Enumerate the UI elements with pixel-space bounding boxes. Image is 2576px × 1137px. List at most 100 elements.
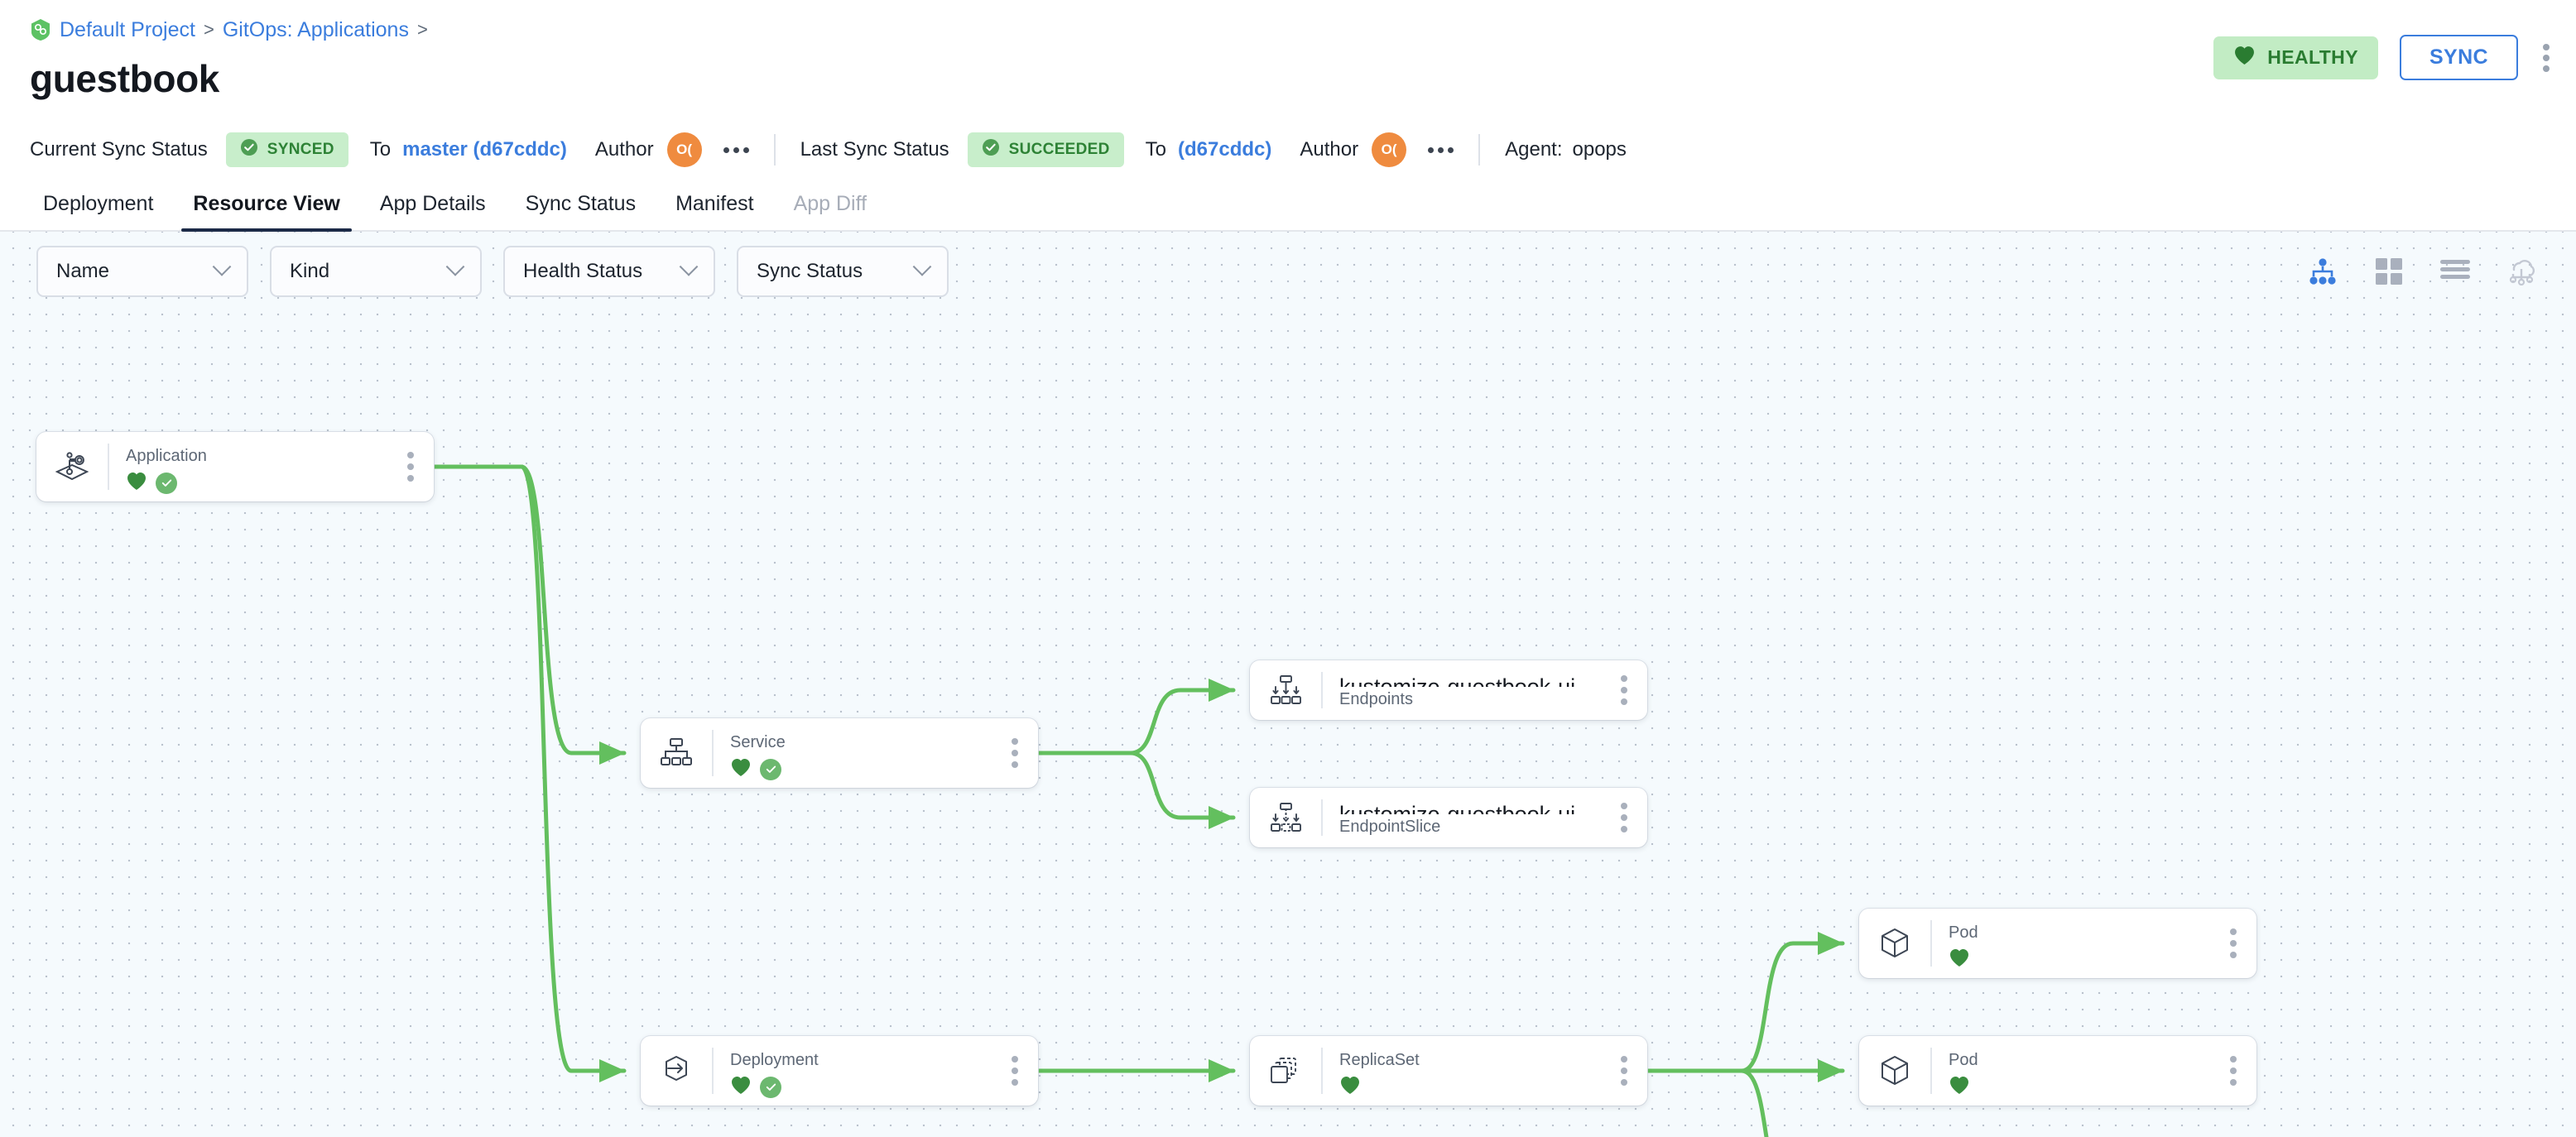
check-circle-icon: [156, 472, 177, 494]
graph-node-kind: Deployment: [730, 1050, 819, 1069]
graph-node-menu-icon[interactable]: [1601, 660, 1647, 720]
tab-bar: Deployment Resource View App Details Syn…: [0, 177, 2576, 232]
tab-deployment[interactable]: Deployment: [43, 191, 154, 215]
list-view-icon[interactable]: [2437, 253, 2473, 290]
graph-node-menu-icon[interactable]: [2210, 1036, 2256, 1106]
agent-label: Agent:: [1505, 138, 1563, 161]
chevron-down-icon: [212, 257, 232, 276]
check-circle-icon: [240, 138, 258, 161]
replicaset-icon: [1250, 1036, 1321, 1106]
graph-node-replicaset[interactable]: kustomize-guestbook-ui-... ReplicaSet: [1250, 1036, 1647, 1106]
last-revision-link[interactable]: (d67cddc): [1178, 138, 1272, 161]
graph-node-status: [730, 758, 992, 781]
avatar: O(: [1372, 132, 1407, 167]
filter-name-select[interactable]: Name: [36, 246, 248, 297]
graph-node-status: [1949, 948, 2210, 971]
divider: [1321, 672, 1323, 708]
service-icon: [641, 718, 712, 788]
sync-status-strip: Current Sync Status SYNCED To master (d6…: [0, 122, 2576, 177]
filter-kind-select[interactable]: Kind: [270, 246, 482, 297]
graph-node-menu-icon[interactable]: [1601, 1036, 1647, 1106]
gitops-logo-icon: [30, 18, 51, 41]
check-circle-icon: [760, 1076, 781, 1098]
resource-graph-canvas[interactable]: Name Kind Health Status Sync Status: [0, 232, 2576, 1137]
tab-sync-status[interactable]: Sync Status: [525, 191, 637, 215]
graph-node-content: guestbook Application: [109, 432, 387, 501]
graph-node-content: kustomize-guestbook-ui Deployment: [714, 1036, 992, 1106]
pod-icon: [1859, 909, 1930, 978]
heart-icon: [1949, 1076, 1970, 1099]
graph-node-kind: Application: [126, 446, 207, 465]
heart-icon: [2233, 46, 2256, 70]
dots-horizontal-icon[interactable]: [1428, 146, 1454, 153]
divider: [773, 134, 776, 166]
graph-node-kind: ReplicaSet: [1339, 1050, 1420, 1069]
tab-app-details[interactable]: App Details: [379, 191, 486, 215]
check-circle-icon: [982, 138, 1000, 161]
graph-node-service[interactable]: kustomize-guestbook-ui Service: [641, 718, 1038, 788]
chevron-down-icon: [912, 257, 932, 276]
sync-button[interactable]: SYNC: [2399, 35, 2518, 80]
tree-view-icon[interactable]: [2304, 253, 2341, 290]
tab-app-diff: App Diff: [793, 191, 867, 215]
breadcrumb: Default Project > GitOps: Applications >: [30, 18, 2546, 41]
tab-resource-view[interactable]: Resource View: [173, 177, 359, 232]
heart-icon: [730, 758, 752, 781]
graph-node-endpoints[interactable]: kustomize-guestbook-ui Endpoints: [1250, 660, 1647, 720]
graph-node-content: kustomize-guestbook-ui Endpoints: [1323, 660, 1601, 720]
network-view-icon[interactable]: [2503, 253, 2540, 290]
tab-manifest[interactable]: Manifest: [675, 191, 754, 215]
graph-node-menu-icon[interactable]: [1601, 788, 1647, 847]
graph-node-title: kustomize-guestbook-ui: [1339, 674, 1576, 687]
graph-node-menu-icon[interactable]: [992, 718, 1038, 788]
deployment-icon: [641, 1036, 712, 1106]
chevron-down-icon: [679, 257, 699, 276]
divider: [1930, 920, 1932, 967]
graph-node-pod[interactable]: kustomize-guestbook-ui-... Pod: [1859, 909, 2256, 978]
graph-node-endpointslice[interactable]: kustomize-guestbook-ui-... EndpointSlice: [1250, 788, 1647, 847]
header-actions: HEALTHY SYNC: [2213, 35, 2553, 80]
graph-node-content: kustomize-guestbook-ui-... ReplicaSet: [1323, 1036, 1601, 1106]
graph-node-pod[interactable]: kustomize-guestbook-ui-... Pod: [1859, 1036, 2256, 1106]
current-revision-link[interactable]: master (d67cddc): [402, 138, 567, 161]
kebab-menu-icon[interactable]: [2540, 41, 2553, 75]
heart-icon: [1949, 948, 1970, 971]
graph-node-status: [730, 1076, 992, 1098]
graph-node-content: kustomize-guestbook-ui-... Pod: [1932, 1036, 2210, 1106]
graph-node-deployment[interactable]: kustomize-guestbook-ui Deployment: [641, 1036, 1038, 1106]
grid-view-icon[interactable]: [2371, 253, 2407, 290]
current-sync-status-chip-label: SYNCED: [267, 141, 334, 158]
graph-node-menu-icon[interactable]: [387, 432, 434, 501]
graph-node-application[interactable]: guestbook Application: [36, 432, 434, 501]
filter-health-status-label: Health Status: [523, 260, 643, 282]
page-header: Default Project > GitOps: Applications >…: [0, 0, 2576, 122]
graph-node-status: [1949, 1076, 2210, 1099]
filter-name-label: Name: [56, 260, 110, 282]
graph-node-menu-icon[interactable]: [2210, 909, 2256, 978]
graph-node-kind: Pod: [1949, 923, 1978, 942]
last-to-label: To: [1145, 138, 1167, 161]
graph-node-menu-icon[interactable]: [992, 1036, 1038, 1106]
breadcrumb-separator: >: [203, 19, 214, 40]
current-sync-status-chip: SYNCED: [225, 132, 348, 167]
heart-icon: [1339, 1076, 1361, 1099]
divider: [1478, 134, 1481, 166]
chevron-down-icon: [445, 257, 465, 276]
graph-node-status: [126, 472, 387, 494]
current-author-label: Author: [594, 138, 654, 161]
agent-info: Agent:opops: [1505, 138, 1627, 161]
graph-node-content: kustomize-guestbook-ui-... EndpointSlice: [1323, 788, 1601, 847]
endpoints-icon: [1250, 660, 1321, 720]
breadcrumb-item-gitops-applications[interactable]: GitOps: Applications: [222, 18, 409, 41]
divider: [1930, 1048, 1932, 1094]
endpointslice-icon: [1250, 788, 1321, 847]
dots-horizontal-icon[interactable]: [723, 146, 749, 153]
breadcrumb-item-default-project[interactable]: Default Project: [60, 18, 195, 41]
graph-node-status: [1339, 1076, 1601, 1099]
filter-sync-status-select[interactable]: Sync Status: [737, 246, 949, 297]
view-toggle-group: [2304, 253, 2540, 290]
divider: [108, 444, 109, 490]
pod-icon: [1859, 1036, 1930, 1106]
filter-health-status-select[interactable]: Health Status: [503, 246, 715, 297]
